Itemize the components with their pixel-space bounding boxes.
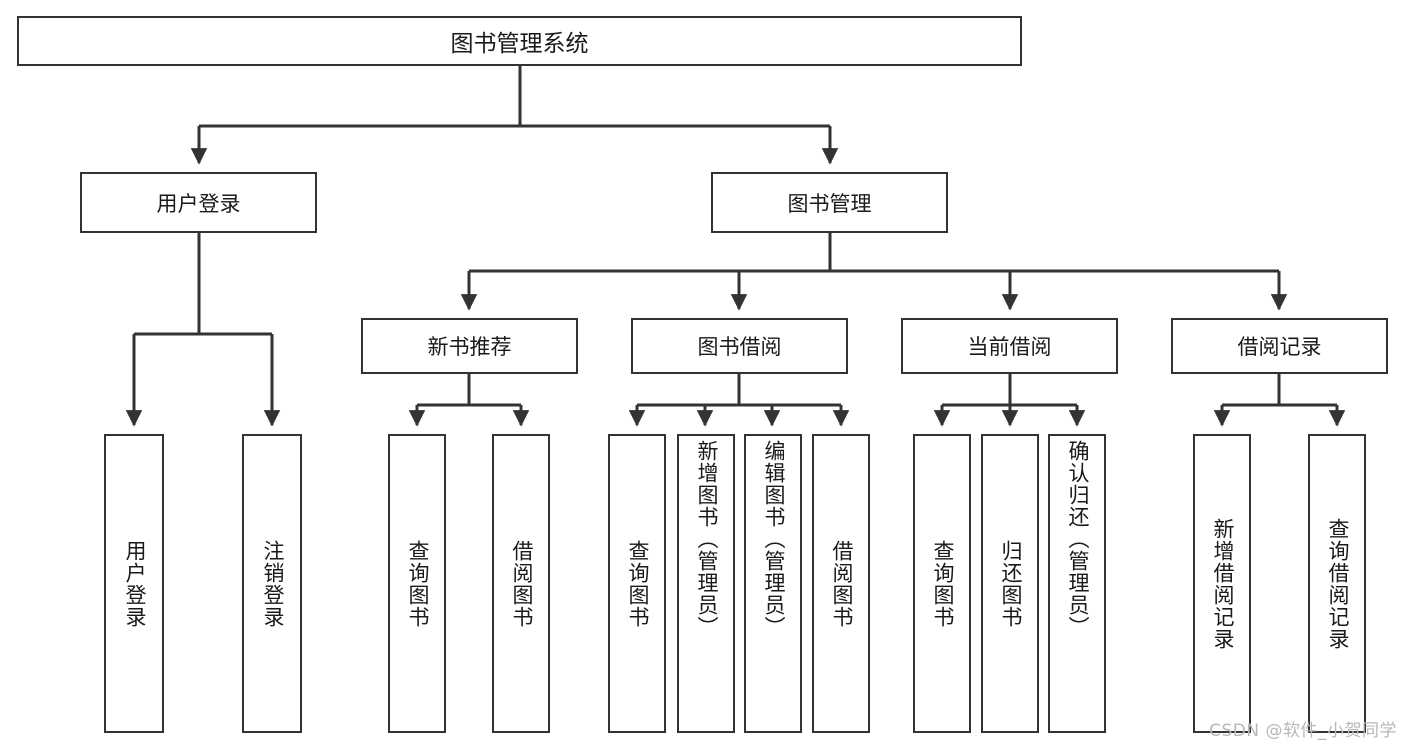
node-book-management[interactable]: 图书管理 [711,172,948,233]
node-current-borrow[interactable]: 当前借阅 [901,318,1118,374]
leaf-borrow-book-recommend-label: 借阅图书 [509,539,534,628]
leaf-return-book-label: 归还图书 [998,539,1023,628]
leaf-query-borrow-record-label: 查询借阅记录 [1325,517,1350,650]
leaf-borrow-book-label: 借阅图书 [829,539,854,628]
node-borrow-record[interactable]: 借阅记录 [1171,318,1388,374]
leaf-logout-label: 注销登录 [260,539,285,628]
leaf-user-login[interactable]: 用户登录 [104,434,164,733]
leaf-logout[interactable]: 注销登录 [242,434,302,733]
leaf-add-borrow-record-label: 新增借阅记录 [1210,517,1235,650]
node-book-borrow[interactable]: 图书借阅 [631,318,848,374]
watermark: CSDN @软件_小贺同学 [1209,721,1397,741]
node-new-book-recommend[interactable]: 新书推荐 [361,318,578,374]
leaf-query-book-borrow[interactable]: 查询图书 [608,434,666,733]
leaf-query-book-recommend[interactable]: 查询图书 [388,434,446,733]
leaf-query-book-current-label: 查询图书 [930,539,955,628]
leaf-edit-book-admin-label: 编辑图书（管理员） [761,440,786,638]
leaf-edit-book-admin[interactable]: 编辑图书（管理员） [744,434,802,733]
leaf-query-book-current[interactable]: 查询图书 [913,434,971,733]
node-borrow-record-label: 借阅记录 [1237,335,1322,359]
leaf-query-borrow-record[interactable]: 查询借阅记录 [1308,434,1366,733]
node-root-label: 图书管理系统 [450,31,589,57]
leaf-confirm-return-admin[interactable]: 确认归还（管理员） [1048,434,1106,733]
node-book-borrow-label: 图书借阅 [697,335,782,359]
leaf-return-book[interactable]: 归还图书 [981,434,1039,733]
node-book-management-label: 图书管理 [787,191,872,216]
node-user-login-label: 用户登录 [156,191,241,216]
leaf-query-book-borrow-label: 查询图书 [625,539,650,628]
leaf-query-book-recommend-label: 查询图书 [405,539,430,628]
leaf-add-book-admin-label: 新增图书（管理员） [694,440,719,638]
leaf-user-login-label: 用户登录 [122,539,147,628]
leaf-borrow-book[interactable]: 借阅图书 [812,434,870,733]
leaf-confirm-return-admin-label: 确认归还（管理员） [1065,440,1090,638]
node-user-login[interactable]: 用户登录 [80,172,317,233]
leaf-add-borrow-record[interactable]: 新增借阅记录 [1193,434,1251,733]
leaf-add-book-admin[interactable]: 新增图书（管理员） [677,434,735,733]
leaf-borrow-book-recommend[interactable]: 借阅图书 [492,434,550,733]
node-new-book-recommend-label: 新书推荐 [427,335,512,359]
node-root[interactable]: 图书管理系统 [17,16,1022,66]
node-current-borrow-label: 当前借阅 [967,335,1052,359]
